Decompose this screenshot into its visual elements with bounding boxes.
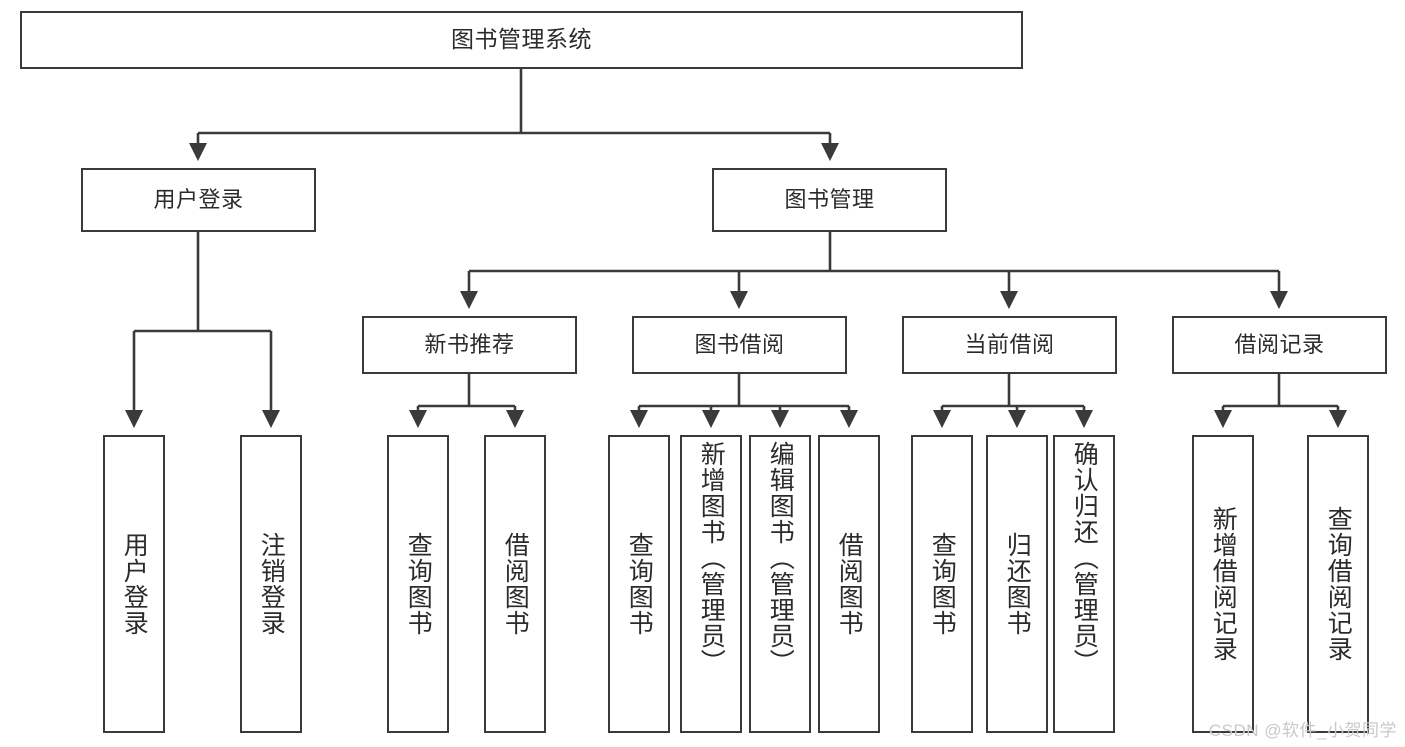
- node-label: 借阅图书: [501, 532, 530, 636]
- node-label: 编辑图书（管理员）: [766, 441, 795, 675]
- node-label: 查询图书: [404, 532, 433, 636]
- node-book-management-system[interactable]: 图书管理系统: [20, 11, 1023, 69]
- node-label: 用户登录: [120, 532, 149, 636]
- node-label: 查询图书: [928, 532, 957, 636]
- node-leaf-query-borrow-record[interactable]: 查询借阅记录: [1307, 435, 1369, 733]
- node-label: 图书借阅: [694, 332, 785, 358]
- node-leaf-logout-login[interactable]: 注销登录: [240, 435, 302, 733]
- node-book-borrow[interactable]: 图书借阅: [632, 316, 847, 374]
- node-leaf-add-borrow-record[interactable]: 新增借阅记录: [1192, 435, 1254, 733]
- node-label: 查询图书: [625, 532, 654, 636]
- node-label: 图书管理系统: [451, 26, 592, 53]
- node-borrow-record[interactable]: 借阅记录: [1172, 316, 1387, 374]
- node-leaf-edit-book-admin[interactable]: 编辑图书（管理员）: [749, 435, 811, 733]
- node-new-book-recommend[interactable]: 新书推荐: [362, 316, 577, 374]
- node-label: 借阅图书: [835, 532, 864, 636]
- node-label: 注销登录: [257, 532, 286, 636]
- node-label: 新增图书（管理员）: [697, 441, 726, 675]
- node-current-borrow[interactable]: 当前借阅: [902, 316, 1117, 374]
- node-book-management[interactable]: 图书管理: [712, 168, 947, 232]
- node-leaf-return-book[interactable]: 归还图书: [986, 435, 1048, 733]
- node-label: 查询借阅记录: [1324, 506, 1353, 662]
- node-leaf-add-book-admin[interactable]: 新增图书（管理员）: [680, 435, 742, 733]
- node-leaf-confirm-return-admin[interactable]: 确认归还（管理员）: [1053, 435, 1115, 733]
- node-leaf-query-book-2[interactable]: 查询图书: [608, 435, 670, 733]
- node-leaf-query-book-3[interactable]: 查询图书: [911, 435, 973, 733]
- node-user-login[interactable]: 用户登录: [81, 168, 316, 232]
- node-label: 当前借阅: [964, 332, 1055, 358]
- node-leaf-user-login[interactable]: 用户登录: [103, 435, 165, 733]
- node-label: 借阅记录: [1234, 332, 1325, 358]
- node-label: 新增借阅记录: [1209, 506, 1238, 662]
- node-label: 归还图书: [1003, 532, 1032, 636]
- node-leaf-borrow-book-2[interactable]: 借阅图书: [818, 435, 880, 733]
- node-leaf-borrow-book-1[interactable]: 借阅图书: [484, 435, 546, 733]
- node-leaf-query-book-1[interactable]: 查询图书: [387, 435, 449, 733]
- node-label: 用户登录: [153, 187, 244, 213]
- node-label: 确认归还（管理员）: [1070, 441, 1099, 675]
- node-label: 新书推荐: [424, 332, 515, 358]
- node-label: 图书管理: [784, 187, 875, 213]
